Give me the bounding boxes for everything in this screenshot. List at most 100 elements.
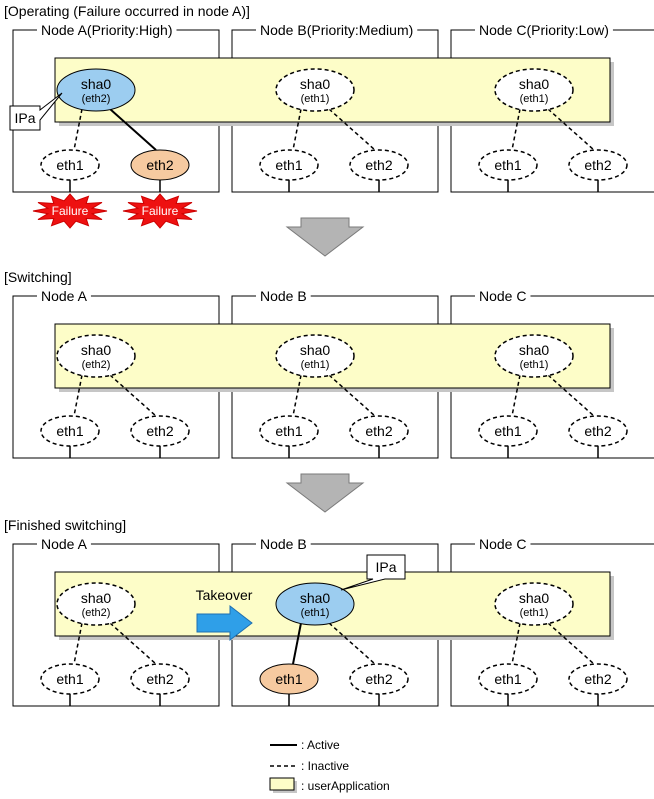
node-label: Node C bbox=[479, 536, 526, 552]
sha0-interface: (eth2) bbox=[82, 359, 111, 371]
sha0-interface: (eth1) bbox=[520, 607, 549, 619]
node-label-gap bbox=[256, 542, 311, 546]
eth1-label: eth1 bbox=[494, 671, 521, 687]
eth1-label: eth1 bbox=[56, 671, 83, 687]
sha0-ellipse bbox=[275, 582, 355, 626]
sha0-ellipse bbox=[56, 582, 136, 626]
eth1-ellipse bbox=[478, 149, 538, 181]
transition-arrow bbox=[285, 473, 365, 513]
link-line bbox=[109, 374, 157, 417]
node-label: Node B bbox=[260, 536, 307, 552]
node-label-gap bbox=[37, 294, 91, 298]
sha0-name: sha0 bbox=[81, 342, 112, 358]
sha0-name: sha0 bbox=[300, 342, 331, 358]
link-line bbox=[292, 622, 302, 665]
eth2-ellipse bbox=[130, 415, 190, 447]
link-line bbox=[547, 622, 595, 665]
eth1-ellipse bbox=[259, 415, 319, 447]
node-label-gap bbox=[37, 28, 177, 32]
sha0-interface: (eth1) bbox=[301, 93, 330, 105]
link-line bbox=[328, 374, 376, 417]
eth1-ellipse bbox=[40, 149, 100, 181]
node-label: Node B(Priority:Medium) bbox=[260, 22, 413, 38]
sha0-name: sha0 bbox=[519, 76, 550, 92]
sha0-name: sha0 bbox=[81, 76, 112, 92]
eth2-ellipse bbox=[130, 663, 190, 695]
eth1-ellipse bbox=[478, 663, 538, 695]
eth2-ellipse bbox=[568, 149, 628, 181]
takeover-arrow bbox=[196, 604, 253, 642]
failure-label: Failure bbox=[52, 204, 89, 218]
link-line bbox=[109, 622, 157, 665]
link-line bbox=[547, 108, 595, 151]
eth2-label: eth2 bbox=[146, 157, 173, 173]
sha0-name: sha0 bbox=[519, 590, 550, 606]
node-label: Node A bbox=[41, 288, 88, 304]
eth1-label: eth1 bbox=[56, 423, 83, 439]
eth2-ellipse bbox=[130, 149, 190, 181]
link-line bbox=[547, 374, 595, 417]
eth2-ellipse bbox=[349, 149, 409, 181]
eth1-ellipse bbox=[259, 663, 319, 695]
sha0-ellipse bbox=[494, 334, 574, 378]
eth1-label: eth1 bbox=[275, 423, 302, 439]
node-label-gap bbox=[475, 28, 613, 32]
eth1-label: eth1 bbox=[494, 157, 521, 173]
sha0-ellipse bbox=[56, 68, 136, 112]
ipa-callout bbox=[340, 554, 406, 591]
legend-userapp-label: : userApplication bbox=[301, 779, 390, 793]
eth2-ellipse bbox=[349, 415, 409, 447]
node-label: Node C(Priority:Low) bbox=[479, 22, 609, 38]
sha0-ellipse bbox=[275, 334, 355, 378]
eth1-label: eth1 bbox=[494, 423, 521, 439]
eth1-ellipse bbox=[40, 663, 100, 695]
sha0-name: sha0 bbox=[81, 590, 112, 606]
node-label-gap bbox=[37, 542, 91, 546]
sha0-interface: (eth1) bbox=[520, 93, 549, 105]
eth2-ellipse bbox=[568, 415, 628, 447]
node-label-gap bbox=[475, 542, 531, 546]
eth1-label: eth1 bbox=[56, 157, 83, 173]
sha0-interface: (eth1) bbox=[301, 607, 330, 619]
section-title: [Switching] bbox=[4, 269, 72, 285]
sha0-ellipse bbox=[494, 68, 574, 112]
failure-burst bbox=[122, 193, 198, 229]
eth2-ellipse bbox=[568, 663, 628, 695]
section-1: [Operating (Failure occurred in node A)]… bbox=[4, 3, 654, 229]
eth2-label: eth2 bbox=[365, 423, 392, 439]
sha0-ellipse bbox=[56, 334, 136, 378]
sha0-interface: (eth2) bbox=[82, 93, 111, 105]
sha0-interface: (eth1) bbox=[301, 359, 330, 371]
sha0-ellipse bbox=[275, 68, 355, 112]
link-line bbox=[328, 622, 376, 665]
eth2-label: eth2 bbox=[365, 671, 392, 687]
node-label-gap bbox=[256, 28, 418, 32]
ipa-label: IPa bbox=[375, 559, 396, 575]
eth2-label: eth2 bbox=[584, 157, 611, 173]
node-label-gap bbox=[475, 294, 531, 298]
eth2-label: eth2 bbox=[584, 671, 611, 687]
section-title: [Operating (Failure occurred in node A)] bbox=[4, 3, 250, 19]
node-label: Node A(Priority:High) bbox=[41, 22, 173, 38]
eth2-label: eth2 bbox=[365, 157, 392, 173]
ipa-callout bbox=[9, 92, 63, 131]
node-label: Node C bbox=[479, 288, 526, 304]
ipa-label: IPa bbox=[14, 110, 35, 126]
section-title: [Finished switching] bbox=[4, 517, 126, 533]
node-label: Node B bbox=[260, 288, 307, 304]
eth1-ellipse bbox=[478, 415, 538, 447]
sha0-name: sha0 bbox=[300, 590, 331, 606]
node-label-gap bbox=[256, 294, 311, 298]
sha0-interface: (eth2) bbox=[82, 607, 111, 619]
link-line bbox=[109, 108, 157, 151]
failure-burst bbox=[32, 193, 108, 229]
eth2-label: eth2 bbox=[584, 423, 611, 439]
eth1-ellipse bbox=[40, 415, 100, 447]
link-line bbox=[328, 108, 376, 151]
sha0-name: sha0 bbox=[300, 76, 331, 92]
takeover-label: Takeover bbox=[196, 587, 253, 603]
eth2-label: eth2 bbox=[146, 423, 173, 439]
